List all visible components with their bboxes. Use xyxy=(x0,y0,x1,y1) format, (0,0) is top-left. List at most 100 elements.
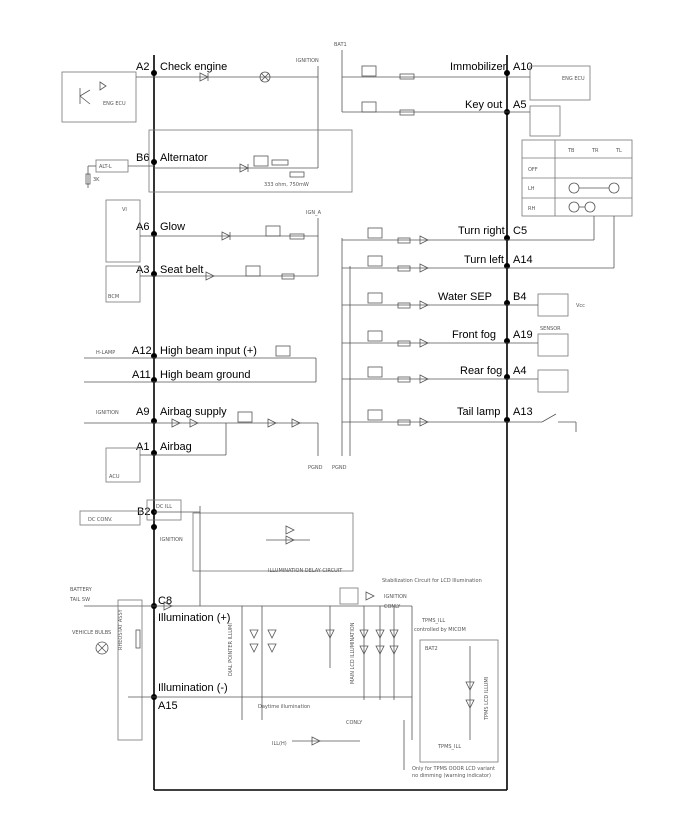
svg-text:Key out: Key out xyxy=(465,99,502,111)
pin-a1: A1 Airbag xyxy=(136,441,192,456)
svg-text:ACU: ACU xyxy=(109,474,120,480)
turn-right-row xyxy=(342,227,507,245)
svg-text:High beam input (+): High beam input (+) xyxy=(160,345,257,357)
switch-table: TB TR TL OFF LH RH xyxy=(507,139,633,269)
svg-text:Front fog: Front fog xyxy=(452,329,496,341)
svg-text:A12: A12 xyxy=(132,345,152,357)
svg-text:Only for TPMS OOOR LCD variant: Only for TPMS OOOR LCD variant xyxy=(412,766,495,772)
svg-text:SENSOR: SENSOR xyxy=(540,326,561,332)
svg-text:TR: TR xyxy=(591,148,599,154)
svg-text:BCM: BCM xyxy=(108,294,119,300)
svg-text:C5: C5 xyxy=(513,225,527,237)
pin-a6: A6 Glow xyxy=(136,221,185,237)
svg-text:BATTERY: BATTERY xyxy=(70,587,93,593)
svg-text:Vcc: Vcc xyxy=(576,303,585,309)
svg-text:IGNITION: IGNITION xyxy=(96,410,119,416)
svg-text:3K: 3K xyxy=(93,177,100,183)
svg-text:ILLUMINATION DELAY CIRCUIT: ILLUMINATION DELAY CIRCUIT xyxy=(268,568,343,574)
svg-text:TAIL SW: TAIL SW xyxy=(69,597,90,603)
right-lamp-circuits: PGND xyxy=(332,238,351,471)
svg-text:Turn right: Turn right xyxy=(458,225,505,237)
svg-text:A13: A13 xyxy=(513,406,533,418)
svg-text:TB: TB xyxy=(567,148,575,154)
pin-a13: Tail lamp A13 xyxy=(457,406,533,423)
svg-text:IGNITION: IGNITION xyxy=(160,537,183,543)
illumination-plus-circuit: BATTERY TAIL SW VEHICLE BULBS RHEOSTAT A… xyxy=(69,587,412,741)
alternator-circuit: 333 ohm, 750mW ALT-L 3K xyxy=(85,129,353,193)
svg-text:A5: A5 xyxy=(513,99,526,111)
svg-text:OFF: OFF xyxy=(528,167,538,173)
svg-text:VI: VI xyxy=(122,207,127,213)
svg-text:A4: A4 xyxy=(513,365,526,377)
svg-text:ENG ECU: ENG ECU xyxy=(562,76,585,82)
main-lcd-led-array: MAIN LCD ILLUMINATION xyxy=(350,606,399,700)
svg-text:Tail lamp: Tail lamp xyxy=(457,406,500,418)
ill-h-circuit: ILL(H) CONLY xyxy=(272,720,405,770)
svg-text:Immobilizer: Immobilizer xyxy=(450,61,507,73)
svg-text:IGN_A: IGN_A xyxy=(306,210,322,216)
svg-text:A3: A3 xyxy=(136,264,149,276)
svg-text:DC CONV.: DC CONV. xyxy=(88,517,113,523)
svg-text:Glow: Glow xyxy=(160,221,185,233)
svg-text:RH: RH xyxy=(528,206,535,212)
pin-a10: Immobilizer A10 xyxy=(450,61,533,76)
dial-pointer-led-array: DIAL POINTER ILLUMI xyxy=(228,606,335,720)
svg-text:B2: B2 xyxy=(137,506,150,518)
svg-text:A14: A14 xyxy=(513,254,533,266)
pin-c5: Turn right C5 xyxy=(458,225,527,241)
svg-text:PGND: PGND xyxy=(308,465,323,471)
glow-circuit: VI IGN_A xyxy=(105,199,322,276)
svg-text:A15: A15 xyxy=(158,700,178,712)
pin-b6: B6 Alternator xyxy=(136,152,208,165)
dc-conv-circuit: DC CONV. DC ILL IGNITION ILLUMINATION DE… xyxy=(79,499,354,606)
svg-text:LH: LH xyxy=(528,186,535,192)
pin-a12: A12 High beam input (+) xyxy=(132,345,257,359)
svg-text:B4: B4 xyxy=(513,291,526,303)
pin-a5: Key out A5 xyxy=(465,99,526,115)
svg-text:Illumination (+): Illumination (+) xyxy=(158,612,230,624)
svg-text:Seat belt: Seat belt xyxy=(160,264,203,276)
svg-text:TPMS_ILL: TPMS_ILL xyxy=(421,618,445,624)
svg-text:controlled by MICOM: controlled by MICOM xyxy=(414,627,466,633)
svg-text:333 ohm, 750mW: 333 ohm, 750mW xyxy=(264,182,309,188)
svg-text:DIAL POINTER ILLUMI: DIAL POINTER ILLUMI xyxy=(228,623,234,676)
svg-text:High beam ground: High beam ground xyxy=(160,369,251,381)
stabilization-circuit: Stabilization Circuit for LCD Illuminati… xyxy=(339,578,482,610)
svg-text:BAT1: BAT1 xyxy=(334,42,347,48)
immobilizer-circuit: BAT1 ENG ECU xyxy=(334,42,591,112)
svg-text:A2: A2 xyxy=(136,61,149,73)
svg-text:ILL(H): ILL(H) xyxy=(272,741,287,747)
svg-text:no dimming (warning indicator): no dimming (warning indicator) xyxy=(412,773,491,779)
svg-text:IGNITION: IGNITION xyxy=(384,594,407,600)
airbag-circuit: IGNITION ACU PGND xyxy=(84,410,323,483)
pin-b4: Water SEP B4 xyxy=(438,291,526,306)
svg-text:MAIN LCD ILLUMINATION: MAIN LCD ILLUMINATION xyxy=(350,622,356,684)
pin-a3: A3 Seat belt xyxy=(136,264,203,277)
svg-text:VEHICLE BULBS: VEHICLE BULBS xyxy=(72,630,111,636)
svg-text:ALT-L: ALT-L xyxy=(99,164,112,170)
svg-text:PGND: PGND xyxy=(332,465,347,471)
pin-a19: Front fog A19 xyxy=(452,329,533,344)
svg-text:BAT2: BAT2 xyxy=(425,646,438,652)
seat-belt-circuit: BCM xyxy=(105,265,318,303)
illumination-minus-circuit: Daytime illumination xyxy=(128,606,413,740)
svg-text:Airbag supply: Airbag supply xyxy=(160,406,227,418)
svg-text:B6: B6 xyxy=(136,152,149,164)
svg-text:A1: A1 xyxy=(136,441,149,453)
water-sep-row: Vcc xyxy=(342,292,585,317)
svg-text:Illumination (-): Illumination (-) xyxy=(158,682,228,694)
svg-text:H-LAMP: H-LAMP xyxy=(96,350,115,356)
tail-lamp-row xyxy=(342,409,577,432)
tpms-box: TPMS_ILL controlled by MICOM BAT2 TPMS L… xyxy=(412,618,499,779)
svg-text:A6: A6 xyxy=(136,221,149,233)
pin-a15: Illumination (-) A15 xyxy=(151,682,228,712)
svg-text:Stabilization Circuit for LCD: Stabilization Circuit for LCD Illuminati… xyxy=(382,578,482,584)
pin-a11: A11 High beam ground xyxy=(132,369,251,383)
key-out-circuit xyxy=(342,101,561,137)
turn-left-row xyxy=(342,255,507,273)
svg-text:CONLY: CONLY xyxy=(346,720,363,726)
high-beam-circuit: H-LAMP xyxy=(84,345,317,383)
svg-text:CONLY: CONLY xyxy=(384,604,401,610)
svg-text:Check engine: Check engine xyxy=(160,61,227,73)
